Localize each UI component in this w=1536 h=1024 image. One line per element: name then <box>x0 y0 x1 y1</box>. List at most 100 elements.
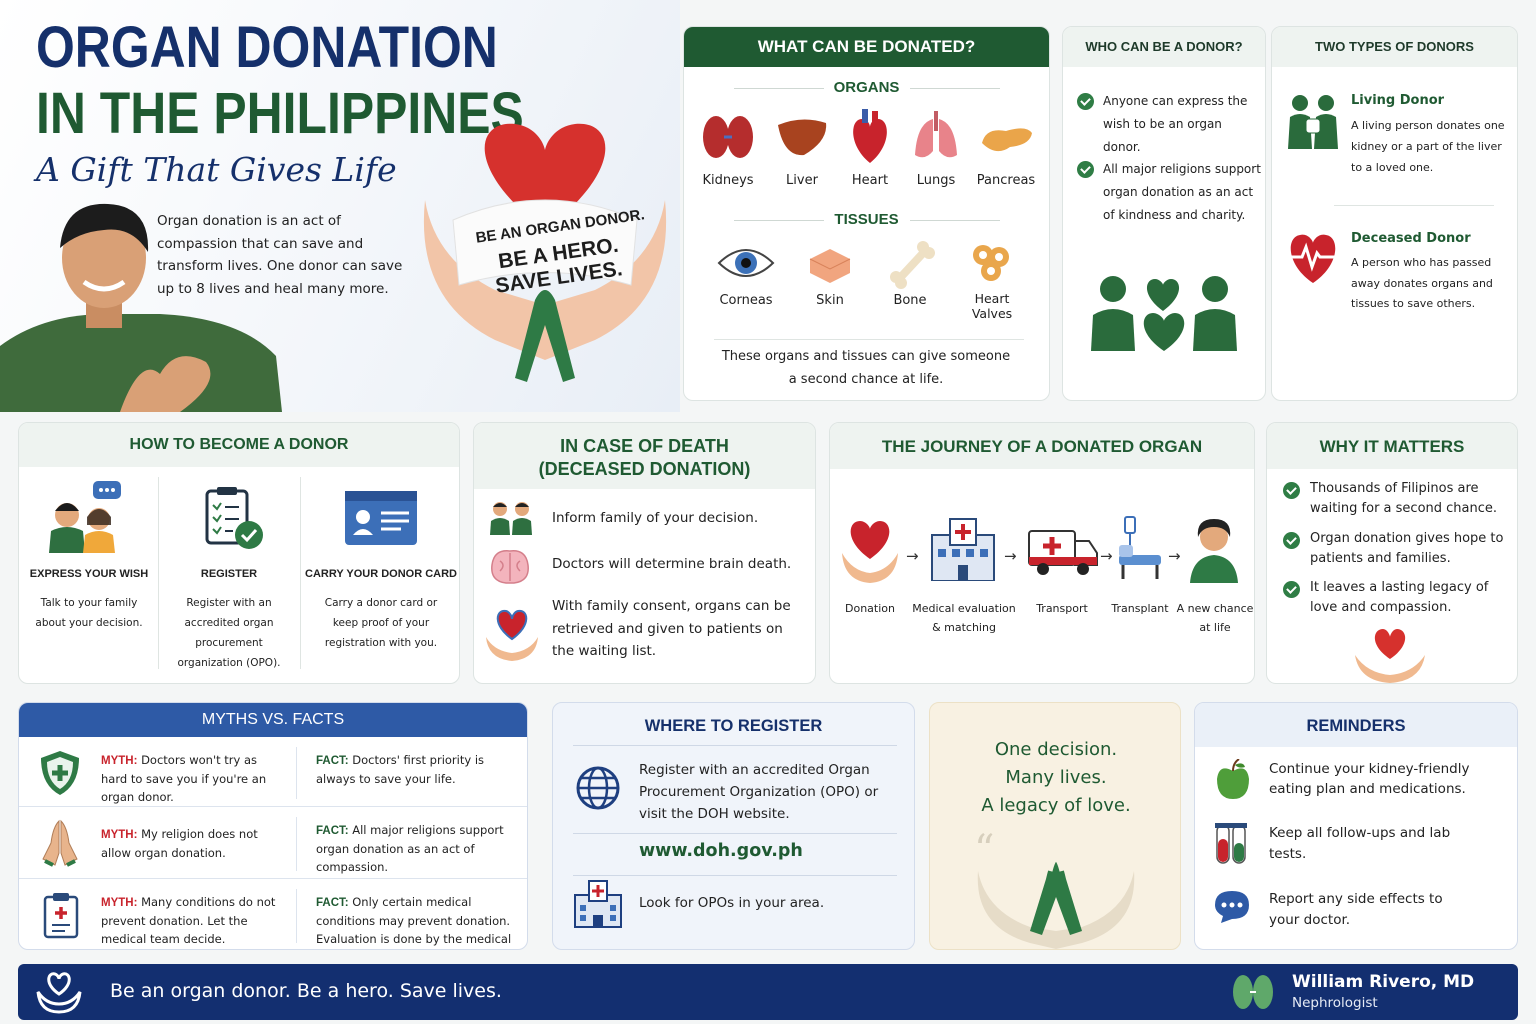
hero-title-line2: IN THE PHILIPPINES <box>36 81 524 146</box>
family-talk-icon <box>49 481 121 553</box>
hero-tagline: A Gift That Gives Life <box>36 150 397 189</box>
heart-hands-icon <box>486 609 538 661</box>
tissue-label-heart-valves: Heart Valves <box>971 291 1013 321</box>
myth-text: Many conditions do not prevent donation.… <box>101 895 276 946</box>
doctor-role: Nephrologist <box>1292 995 1378 1011</box>
heart-valves-icon <box>973 245 1009 281</box>
reminder-item-1: Continue your kidney-friendly eating pla… <box>1269 761 1470 797</box>
hospital-icon <box>931 518 995 581</box>
myths-title: MYTHS VS. FACTS <box>19 703 527 737</box>
kidneys-icon <box>703 116 753 158</box>
living-donor-text: A living person donates one kidney or a … <box>1351 119 1505 174</box>
heartbeat-heart-icon <box>1288 234 1338 283</box>
heart-in-hands-icon <box>423 123 667 382</box>
liver-icon <box>778 119 827 156</box>
step-text-card: Carry a donor card or keep proof of your… <box>324 597 438 649</box>
fact-text: Only certain medical conditions may prev… <box>316 895 512 946</box>
deceased-donor-title: Deceased Donor <box>1351 231 1471 246</box>
tissues-label: TISSUES <box>834 211 899 228</box>
register-text: Register with an accredited Organ Procur… <box>639 762 879 822</box>
hero-title-line1: ORGAN DONATION <box>36 15 498 80</box>
footer-slogan: Be an organ donor. Be a hero. Save lives… <box>110 980 502 1002</box>
quote-line1: One decision. <box>994 739 1118 760</box>
checklist-icon <box>205 487 263 549</box>
myth-label: MYTH: <box>101 897 138 909</box>
arrow-icon: → <box>906 547 919 565</box>
family-icon <box>490 502 532 535</box>
people-heart-icon <box>1091 276 1237 351</box>
donor-card-icon <box>345 491 417 545</box>
death-card: IN CASE OF DEATH (DECEASED DONATION) Inf… <box>473 422 816 684</box>
test-tubes-icon <box>1215 823 1247 864</box>
step-text-register: Register with an accredited organ procur… <box>177 597 281 669</box>
reminder-item-2: Keep all follow-ups and lab tests. <box>1269 825 1451 862</box>
register-title: WHERE TO REGISTER <box>644 717 823 735</box>
brain-icon <box>491 550 529 584</box>
hero-section: ORGAN DONATION IN THE PHILIPPINES A Gift… <box>0 0 680 412</box>
reminders-card: REMINDERS Continue your kidney-friendly … <box>1194 702 1518 950</box>
check-icon <box>1077 161 1094 178</box>
why-item-1: Thousands of Filipinos are waiting for a… <box>1283 479 1511 519</box>
doh-website-link[interactable]: www.doh.gov.ph <box>639 841 803 861</box>
new-life-person-icon <box>1190 519 1238 583</box>
kidneys-logo-icon <box>1233 975 1273 1009</box>
organs-label: ORGANS <box>833 79 900 96</box>
fact-label: FACT: <box>316 755 349 767</box>
tissue-label-corneas: Corneas <box>719 293 773 308</box>
organ-label-kidneys: Kidneys <box>702 173 754 188</box>
register-card: WHERE TO REGISTER Register with an accre… <box>552 702 915 950</box>
step-title-register: REGISTER <box>200 568 258 580</box>
man-heart-hands-avatar <box>0 203 282 412</box>
myth-row: MYTH: Doctors won't try as hard to save … <box>19 737 527 807</box>
journey-step-transport: Transport <box>1036 602 1088 615</box>
footer-bar: Be an organ donor. Be a hero. Save lives… <box>18 964 1518 1020</box>
living-donor-icon <box>1288 95 1338 149</box>
why-card: WHY IT MATTERS Thousands of Filipinos ar… <box>1266 422 1518 684</box>
heart-hands-logo-icon <box>36 972 82 1014</box>
become-title: HOW TO BECOME A DONOR <box>19 423 459 467</box>
apple-icon <box>1217 759 1249 799</box>
why-item-3: It leaves a lasting legacy of love and c… <box>1283 578 1511 618</box>
step-text-express: Talk to your family about your decision. <box>35 597 143 629</box>
step-title-card: CARRY YOUR DONOR CARD <box>305 568 457 580</box>
quote-line3: A legacy of love. <box>981 795 1131 816</box>
arrow-icon: → <box>1004 547 1017 565</box>
lungs-icon <box>915 111 957 158</box>
tissue-label-skin: Skin <box>816 293 844 308</box>
quote-line2: Many lives. <box>1005 767 1107 788</box>
doctor-name: William Rivero, MD <box>1292 972 1475 992</box>
donation-heart-icon <box>842 521 898 583</box>
who-card: WHO CAN BE A DONOR? Anyone can express t… <box>1062 26 1266 401</box>
donated-card: WHAT CAN BE DONATED? ORGANS Kidneys Live… <box>683 26 1050 401</box>
who-item-2: All major religions support organ donati… <box>1077 161 1263 227</box>
journey-step-donation: Donation <box>845 602 895 615</box>
myth-label: MYTH: <box>101 755 138 767</box>
quote-card: One decision. Many lives. A legacy of lo… <box>929 702 1181 950</box>
check-icon <box>1077 93 1094 110</box>
myth-text: Doctors won't try as hard to save you if… <box>101 753 267 804</box>
step-title-express: EXPRESS YOUR WISH <box>29 568 149 580</box>
who-title: WHO CAN BE A DONOR? <box>1063 27 1265 67</box>
organ-label-liver: Liver <box>786 173 818 188</box>
tissue-label-bone: Bone <box>893 293 927 308</box>
register-local: Look for OPOs in your area. <box>639 895 825 911</box>
heart-hands-icon <box>1355 629 1425 683</box>
shield-cross-icon <box>41 751 79 795</box>
myth-label: MYTH: <box>101 829 138 841</box>
bone-icon <box>890 241 935 289</box>
living-donor-title: Living Donor <box>1351 93 1445 108</box>
deceased-donor-text: A person who has passed away donates org… <box>1351 256 1493 310</box>
globe-icon <box>576 766 620 810</box>
organ-label-pancreas: Pancreas <box>976 173 1036 188</box>
why-item-2: Organ donation gives hope to patients an… <box>1283 529 1511 569</box>
myth-row: MYTH: My religion does not allow organ d… <box>19 807 527 879</box>
reminder-item-3: Report any side effects to your doctor. <box>1269 891 1443 928</box>
arrow-icon: → <box>1168 547 1181 565</box>
myths-card: MYTHS VS. FACTS MYTH: Doctors won't try … <box>18 702 528 950</box>
check-icon <box>1283 482 1300 499</box>
chat-bubble-icon <box>1215 891 1249 923</box>
types-card: TWO TYPES OF DONORS Living Donor A livin… <box>1271 26 1518 401</box>
death-item-1: Inform family of your decision. <box>552 510 759 526</box>
why-title: WHY IT MATTERS <box>1267 423 1517 469</box>
check-icon <box>1283 532 1300 549</box>
